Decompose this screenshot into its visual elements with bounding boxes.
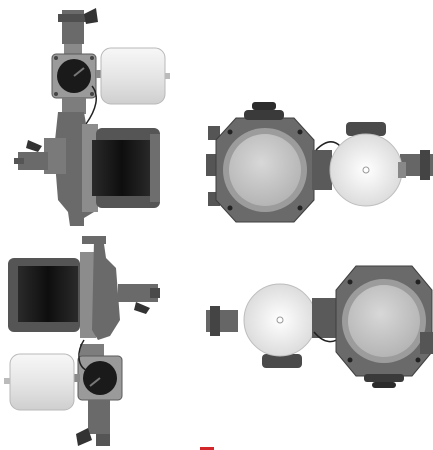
outlet-valve-2 xyxy=(118,284,158,302)
top-fitting xyxy=(64,44,82,56)
top-view-left xyxy=(206,265,433,388)
expansion-tank xyxy=(100,47,166,105)
outlet-cap xyxy=(252,102,276,110)
side-view-inverted xyxy=(4,236,160,446)
motor-cover-disc xyxy=(229,134,301,206)
inlet-handle-icon xyxy=(26,140,42,152)
top-view-right xyxy=(206,102,433,223)
side-view-upright xyxy=(14,8,170,226)
red-marker xyxy=(200,447,214,450)
valve-handle-icon xyxy=(84,8,98,24)
top-valve-collar xyxy=(58,14,88,22)
cable xyxy=(85,85,98,125)
valve-handle-icon-2 xyxy=(76,428,92,446)
motor-cover-disc-2 xyxy=(348,285,420,357)
motor-core xyxy=(92,140,152,196)
inlet-valve xyxy=(18,152,48,170)
outlet-cap-2 xyxy=(372,382,396,388)
pump-volute-2 xyxy=(92,240,120,340)
motor-core-2 xyxy=(18,266,78,322)
expansion-tank-2 xyxy=(9,353,75,411)
